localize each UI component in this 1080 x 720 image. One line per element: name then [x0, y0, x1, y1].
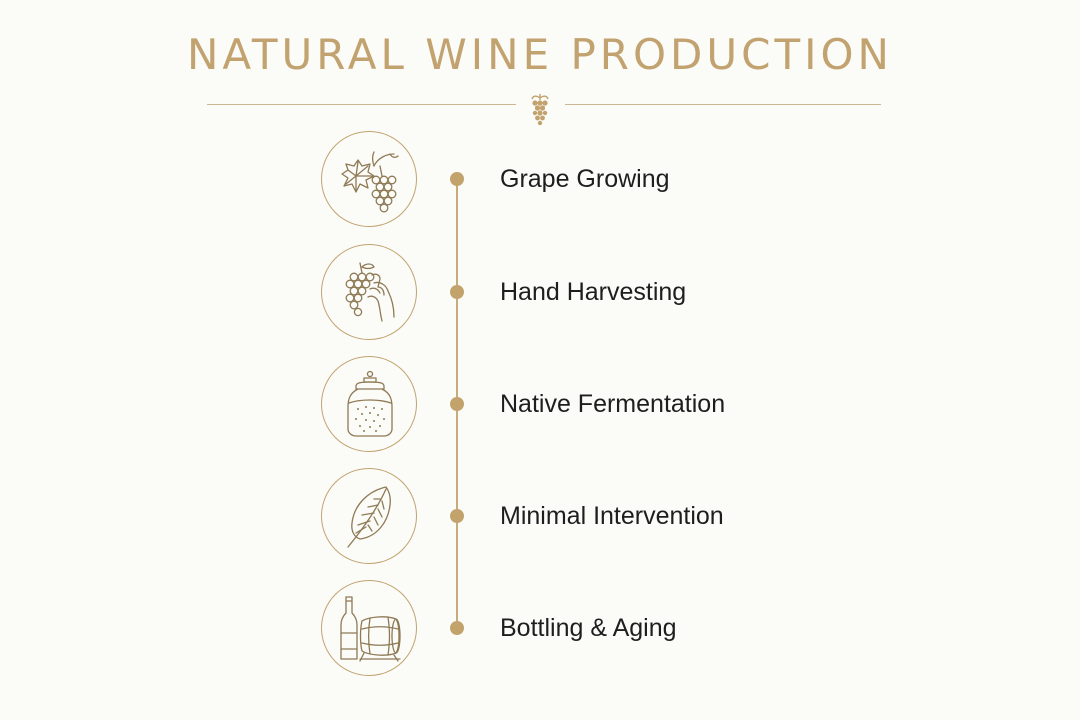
step-bottling-aging: Bottling & Aging: [0, 580, 1080, 680]
step-icon-circle: [321, 131, 417, 227]
step-icon-circle: [321, 468, 417, 564]
step-label: Bottling & Aging: [500, 614, 677, 642]
grape-cluster-icon: [531, 94, 549, 126]
step-icon-circle: [321, 244, 417, 340]
step-label: Native Fermentation: [500, 390, 726, 418]
hand-harvest-icon: [345, 262, 395, 322]
step-label: Grape Growing: [500, 165, 670, 193]
step-grape-growing: Grape Growing: [0, 131, 1080, 231]
grape-vine-icon: [341, 151, 399, 213]
step-hand-harvesting: Hand Harvesting: [0, 244, 1080, 344]
step-icon-circle: [321, 356, 417, 452]
title-divider-right: [565, 104, 881, 105]
timeline-dot: [450, 621, 464, 635]
step-native-fermentation: Native Fermentation: [0, 356, 1080, 456]
step-minimal-intervention: Minimal Intervention: [0, 468, 1080, 568]
timeline-dot: [450, 509, 464, 523]
step-label: Minimal Intervention: [500, 502, 724, 530]
title-divider-left: [207, 104, 516, 105]
bottle-barrel-icon: [340, 596, 401, 662]
step-label: Hand Harvesting: [500, 278, 687, 306]
timeline-dot: [450, 397, 464, 411]
step-icon-circle: [321, 580, 417, 676]
timeline-dot: [450, 172, 464, 186]
page-title: NATURAL WINE PRODUCTION: [187, 30, 893, 79]
leaf-icon: [347, 486, 391, 548]
timeline-dot: [450, 285, 464, 299]
fermentation-jar-icon: [347, 370, 393, 437]
